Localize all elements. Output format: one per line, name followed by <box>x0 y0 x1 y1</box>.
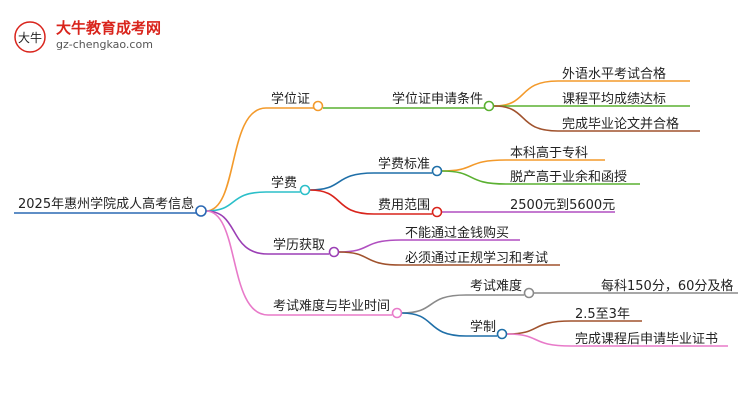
node-degree-conditions[interactable] <box>483 100 495 112</box>
node-fee-range[interactable] <box>431 206 443 218</box>
leaf-foreign-language: 外语水平考试合格 <box>562 66 666 82</box>
edges <box>14 80 738 347</box>
branch-node-exam-graduation[interactable] <box>391 307 403 319</box>
node-tuition-standard[interactable] <box>431 165 443 177</box>
branch-label-tuition: 学费 <box>271 175 297 191</box>
edge-thesis <box>493 105 559 132</box>
node-label-duration: 学制 <box>470 319 496 335</box>
node-duration[interactable] <box>496 328 508 340</box>
branch-node-diploma[interactable] <box>328 246 340 258</box>
edge-root-tuition <box>205 191 267 212</box>
leaf-years: 2.5至3年 <box>575 307 630 322</box>
leaf-no-money: 不能通过金钱购买 <box>405 225 509 241</box>
edge-exam-difficulty <box>401 294 467 314</box>
edge-fulltime-higher <box>441 170 507 185</box>
edge-root-diploma <box>205 210 269 255</box>
edge-no-money <box>338 239 402 253</box>
branch-label-degree: 学位证 <box>271 91 310 107</box>
branch-node-degree[interactable] <box>312 100 324 112</box>
branch-label-exam-graduation: 考试难度与毕业时间 <box>273 298 390 314</box>
leaf-apply-certificate: 完成课程后申请毕业证书 <box>575 332 718 347</box>
node-label-exam-difficulty: 考试难度 <box>470 278 522 294</box>
logo-url: gz-chengkao.com <box>56 38 153 51</box>
logo-title: 大牛教育成考网 <box>56 19 161 37</box>
leaf-course-average: 课程平均成绩达标 <box>562 92 666 107</box>
edge-foreign-language <box>493 80 559 107</box>
branch-node-tuition[interactable] <box>299 184 311 196</box>
node-exam-difficulty[interactable] <box>523 287 535 299</box>
edge-tuition-standard <box>309 172 375 191</box>
nodes: 2025年惠州学院成人高考信息 学位证 学位证申请条件 外语水平考试合格 课程平… <box>18 66 733 347</box>
branch-label-diploma: 学历获取 <box>273 237 325 253</box>
edge-formal-study <box>338 251 402 266</box>
edge-duration <box>401 312 467 337</box>
leaf-score: 每科150分，60分及格 <box>601 278 733 294</box>
node-label-degree-conditions: 学位证申请条件 <box>392 91 483 107</box>
leaf-bachelor-higher: 本科高于专科 <box>510 145 588 161</box>
leaf-thesis: 完成毕业论文并合格 <box>562 116 679 132</box>
edge-root-degree <box>205 107 267 212</box>
logo: 大牛 大牛教育成考网 gz-chengkao.com <box>14 19 161 53</box>
node-label-fee-range: 费用范围 <box>378 198 430 213</box>
leaf-formal-study: 必须通过正规学习和考试 <box>405 250 548 266</box>
leaf-fee-amount: 2500元到5600元 <box>510 198 615 213</box>
leaf-fulltime-higher: 脱产高于业余和函授 <box>510 169 627 185</box>
node-label-tuition-standard: 学费标准 <box>378 156 430 172</box>
edge-bachelor-higher <box>441 159 507 172</box>
edge-years <box>506 320 572 335</box>
edge-fee-range <box>309 189 375 215</box>
root-node[interactable] <box>195 205 207 217</box>
root-label: 2025年惠州学院成人高考信息 <box>18 196 194 212</box>
edge-root-exam-graduation <box>205 210 269 316</box>
logo-glyph: 大牛 <box>18 30 42 45</box>
edge-apply-certificate <box>506 333 572 347</box>
logo-emblem-icon <box>14 21 46 53</box>
